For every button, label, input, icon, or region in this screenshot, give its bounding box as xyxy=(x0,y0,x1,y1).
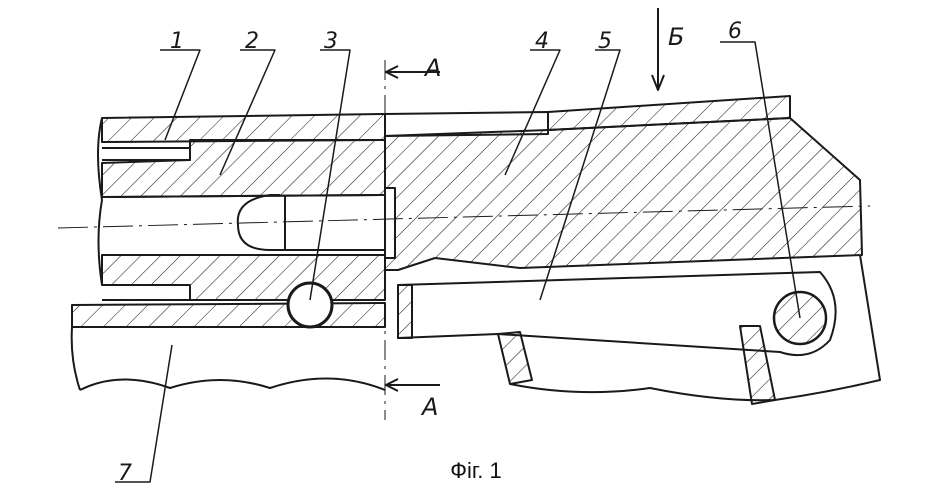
leader-2 xyxy=(219,49,276,176)
ball xyxy=(286,281,334,329)
section-label-top: A xyxy=(423,54,441,82)
right-bottom-break xyxy=(509,254,881,402)
label-1: 1 xyxy=(170,29,184,54)
leader-1 xyxy=(160,49,201,141)
bore xyxy=(101,194,386,256)
tube-lower-line xyxy=(102,284,190,301)
leader-3 xyxy=(309,49,351,301)
label-2: 2 xyxy=(245,29,259,54)
label-3: 3 xyxy=(324,29,338,54)
leader-4 xyxy=(504,49,561,176)
body-main xyxy=(384,117,863,271)
label-5: 5 xyxy=(598,29,612,54)
lever xyxy=(397,271,837,356)
label-6: 6 xyxy=(728,19,742,44)
view-arrow xyxy=(651,8,665,91)
sleeve-lower xyxy=(101,254,386,301)
pin xyxy=(236,194,385,251)
body-flange xyxy=(384,187,396,259)
figure-caption: Фіг. 1 xyxy=(450,458,502,483)
lever-stop xyxy=(397,284,413,339)
bottom-break xyxy=(79,377,386,391)
leader-7 xyxy=(115,344,173,483)
lever-foot-left xyxy=(497,331,533,385)
section-arrow-top xyxy=(385,65,440,79)
tube-inner-line xyxy=(102,147,191,161)
centerline xyxy=(57,205,871,229)
label-7: 7 xyxy=(118,461,132,486)
tube-top-wall xyxy=(101,113,386,143)
leader-5 xyxy=(539,49,621,301)
section-arrow-bottom xyxy=(385,378,440,392)
break-line-left xyxy=(70,117,103,391)
label-4: 4 xyxy=(535,29,549,54)
view-label: Б xyxy=(668,23,684,51)
tube-bottom-wall xyxy=(71,302,386,328)
leader-6 xyxy=(720,41,801,319)
section-label-bottom: A xyxy=(420,393,438,421)
